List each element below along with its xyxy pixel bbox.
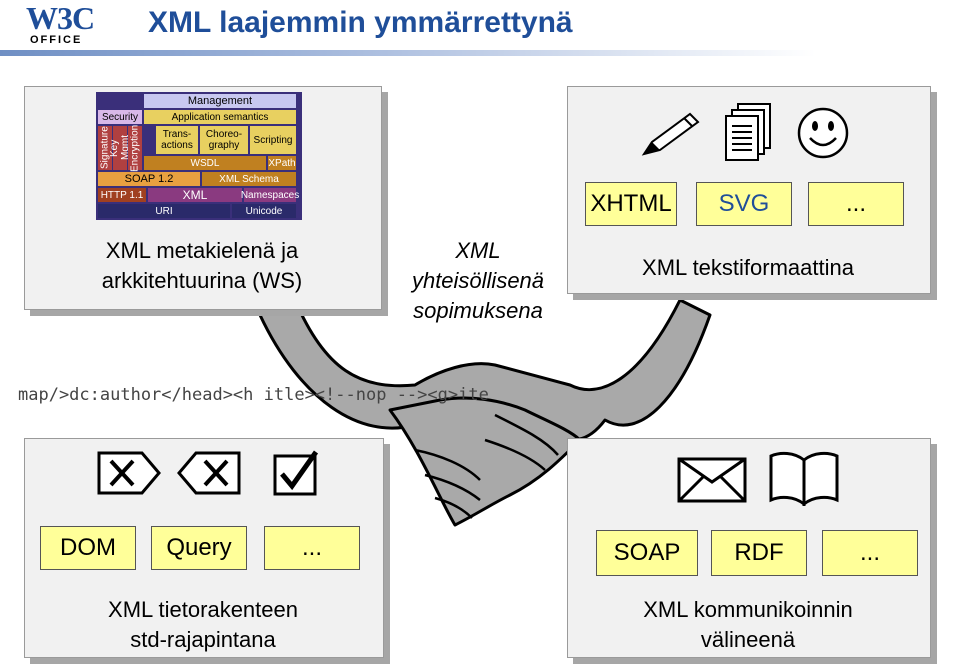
panel-dom-caption-line-2: std-rajapintana: [130, 627, 276, 652]
xml-code-line: map/>dc:author</head><h itle><!--nop -->…: [18, 385, 489, 405]
panel-ws-caption-line-1: XML metakielenä ja: [105, 238, 299, 263]
stack-http: HTTP 1.1: [98, 188, 146, 202]
stack-uri: URI: [98, 204, 230, 218]
envelope-icon: [677, 457, 747, 503]
panel-comm-caption-line-2: välineenä: [700, 627, 796, 652]
stack-app-semantics: Application semantics: [144, 110, 296, 124]
logo-office: OFFICE: [30, 34, 83, 46]
stack-encryption: Encryption: [128, 124, 142, 172]
logo-w3c: W3C: [26, 0, 95, 36]
delete-forward-icon: [97, 451, 161, 495]
middle-caption: XML yhteisöllisenä sopimuksena: [388, 236, 568, 326]
panel-dom-caption-line-1: XML tietorakenteen: [108, 597, 298, 622]
tag-svg: SVG: [696, 182, 792, 226]
handshake-illustration: [258, 298, 712, 527]
stack-unicode: Unicode: [232, 204, 296, 218]
stack-xml: XML: [148, 188, 242, 202]
tag-rdf: RDF: [711, 530, 807, 576]
stack-soap: SOAP 1.2: [98, 172, 200, 186]
stack-management: Management: [144, 94, 296, 108]
stack-scripting: Scripting: [250, 126, 296, 154]
panel-comm-caption-line-1: XML kommunikoinnin: [643, 597, 853, 622]
panel-comm-caption: XML kommunikoinnin välineenä: [567, 595, 929, 655]
documents-icon: [725, 103, 771, 161]
tag-more-dom: ...: [264, 526, 360, 570]
ws-stack-diagram: Management Security Application semantic…: [96, 92, 302, 220]
tag-query: Query: [151, 526, 247, 570]
smiley-icon: [797, 107, 849, 159]
stack-security: Security: [98, 110, 142, 124]
tag-xhtml: XHTML: [585, 182, 677, 226]
checkbox-icon: [273, 450, 319, 496]
panel-text-caption: XML tekstiformaattina: [642, 255, 854, 280]
middle-line-3: sopimuksena: [413, 298, 543, 323]
title-underline: [0, 50, 960, 56]
stack-transactions: Trans- actions: [156, 126, 198, 154]
tag-dom: DOM: [40, 526, 136, 570]
tag-soap: SOAP: [596, 530, 698, 576]
middle-line-1: XML: [455, 238, 501, 263]
page-title: XML laajemmin ymmärrettynä: [148, 6, 573, 39]
w3c-office-logo: W3C OFFICE: [26, 2, 96, 48]
stack-choreography: Choreo- graphy: [200, 126, 248, 154]
tag-more-comm: ...: [822, 530, 918, 576]
middle-line-2: yhteisöllisenä: [411, 268, 545, 293]
stack-wsdl: WSDL: [144, 156, 266, 170]
tag-more-text: ...: [808, 182, 904, 226]
stack-xpath: XPath: [268, 156, 296, 170]
delete-backward-icon: [177, 451, 241, 495]
panel-dom-caption: XML tietorakenteen std-rajapintana: [24, 595, 382, 655]
stack-key-mgmt: Key Mgmt: [109, 126, 131, 170]
book-icon: [769, 451, 839, 506]
stack-xml-schema: XML Schema: [202, 172, 296, 186]
panel-ws-caption: XML metakielenä ja arkkitehtuurina (WS): [24, 236, 380, 296]
pencil-icon: [641, 112, 700, 156]
stack-namespaces: Namespaces: [240, 188, 300, 202]
panel-ws-caption-line-2: arkkitehtuurina (WS): [101, 268, 303, 293]
